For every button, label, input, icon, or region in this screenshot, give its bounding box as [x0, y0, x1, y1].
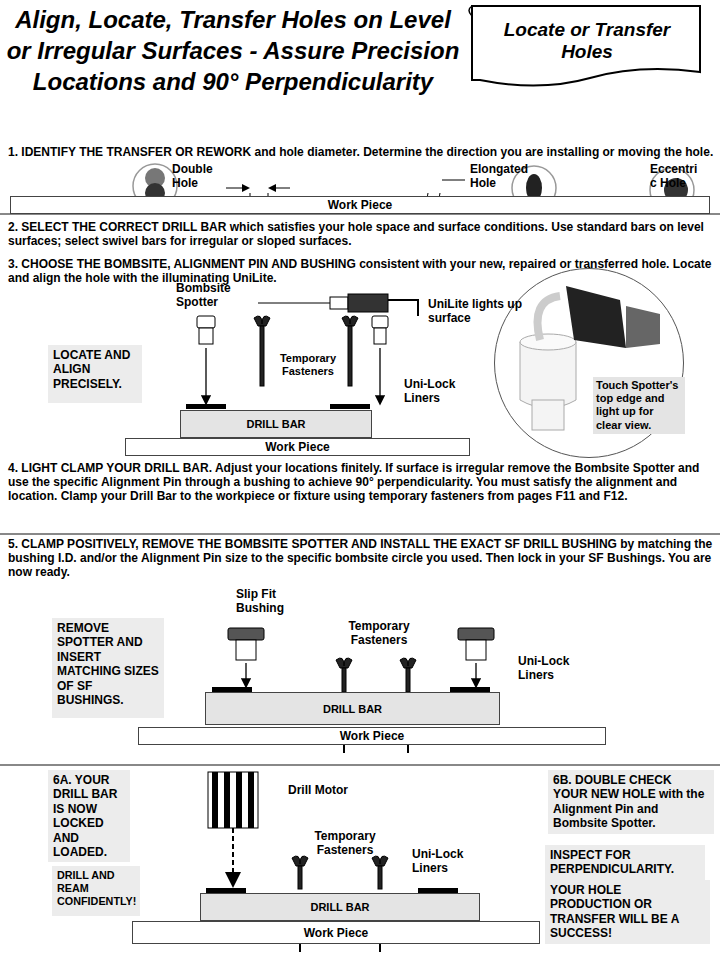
part-label: Uni-Lock Liners — [404, 378, 464, 406]
page-title: Align, Locate, Transfer Holes on Level o… — [4, 4, 462, 98]
drill-bar: DRILL BAR — [180, 410, 372, 438]
step-text: 2. SELECT THE CORRECT DRILL BAR which sa… — [8, 221, 714, 249]
step-text: 5. CLAMP POSITIVELY, REMOVE THE BOMBSITE… — [8, 538, 714, 579]
part-label: Bombsite Spotter — [176, 282, 248, 310]
note-box: INSPECT FOR PERPENDICULARITY. — [545, 845, 705, 880]
node-text: YOUR HOLE PRODUCTION OR TRANSFER WILL BE… — [550, 883, 705, 941]
work-piece: Work Piece — [138, 727, 606, 745]
part-label: Uni-Lock Liners — [412, 848, 484, 876]
drill-bar: DRILL BAR — [200, 893, 480, 921]
node-text: Touch Spotter's top edge and light up fo… — [593, 377, 685, 434]
part-label: Temporary Fasteners — [300, 830, 390, 858]
node-text: DRILL BAR — [246, 418, 305, 430]
step-text: 4. LIGHT CLAMP YOUR DRILL BAR. Adjust yo… — [8, 462, 714, 503]
node-text: REMOVE SPOTTER AND INSERT MATCHING SIZES… — [57, 621, 159, 707]
step-text: 3. CHOOSE THE BOMBSITE, ALIGNMENT PIN AN… — [8, 258, 714, 286]
node-text: 6A. YOUR DRILL BAR IS NOW LOCKED AND LOA… — [53, 773, 125, 859]
work-piece: Work Piece — [125, 438, 470, 456]
note-box: 6B. DOUBLE CHECK YOUR NEW HOLE with the … — [548, 770, 714, 834]
note-box: LOCATE AND ALIGN PRECISELY. — [48, 345, 142, 403]
part-label: Uni-Lock Liners — [518, 655, 588, 683]
node-text: Work Piece — [328, 198, 392, 212]
part-label: UniLite lights up surface — [428, 298, 528, 326]
part-label: Slip Fit Bushing — [236, 588, 302, 616]
work-piece: Work Piece — [10, 196, 710, 214]
step-text: 1. IDENTIFY THE TRANSFER OR REWORK and h… — [8, 146, 714, 160]
node-text: DRILL BAR — [323, 703, 382, 715]
note-box: DRILL AND REAM CONFIDENTLY! — [52, 866, 140, 916]
part-label: Drill Motor — [288, 784, 378, 798]
node-text: LOCATE AND ALIGN PRECISELY. — [53, 348, 137, 391]
part-label: Temporary Fasteners — [334, 620, 424, 648]
note-box: REMOVE SPOTTER AND INSERT MATCHING SIZES… — [52, 618, 164, 718]
title-banner: Locate or Transfer Holes — [474, 8, 700, 80]
node-text: Work Piece — [265, 440, 329, 454]
drill-bar: DRILL BAR — [205, 692, 500, 725]
node-text: INSPECT FOR PERPENDICULARITY. — [550, 848, 700, 877]
photo-circle: Touch Spotter's top edge and light up fo… — [494, 268, 684, 458]
node-text: DRILL AND REAM CONFIDENTLY! — [57, 869, 135, 908]
part-label: Temporary Fasteners — [274, 352, 342, 377]
note-box: 6A. YOUR DRILL BAR IS NOW LOCKED AND LOA… — [48, 770, 130, 862]
part-label: Elongated Hole — [470, 163, 526, 191]
work-piece: Work Piece — [132, 921, 540, 944]
node-text: 6B. DOUBLE CHECK YOUR NEW HOLE with the … — [553, 773, 709, 831]
part-label: Double Hole — [172, 163, 224, 191]
node-text: Locate or Transfer Holes — [492, 19, 682, 63]
node-text: Work Piece — [304, 926, 368, 940]
part-label: Eccentri c Hole — [650, 163, 702, 191]
node-text: DRILL BAR — [310, 901, 369, 913]
note-box: YOUR HOLE PRODUCTION OR TRANSFER WILL BE… — [545, 880, 710, 944]
node-text: Work Piece — [340, 729, 404, 743]
